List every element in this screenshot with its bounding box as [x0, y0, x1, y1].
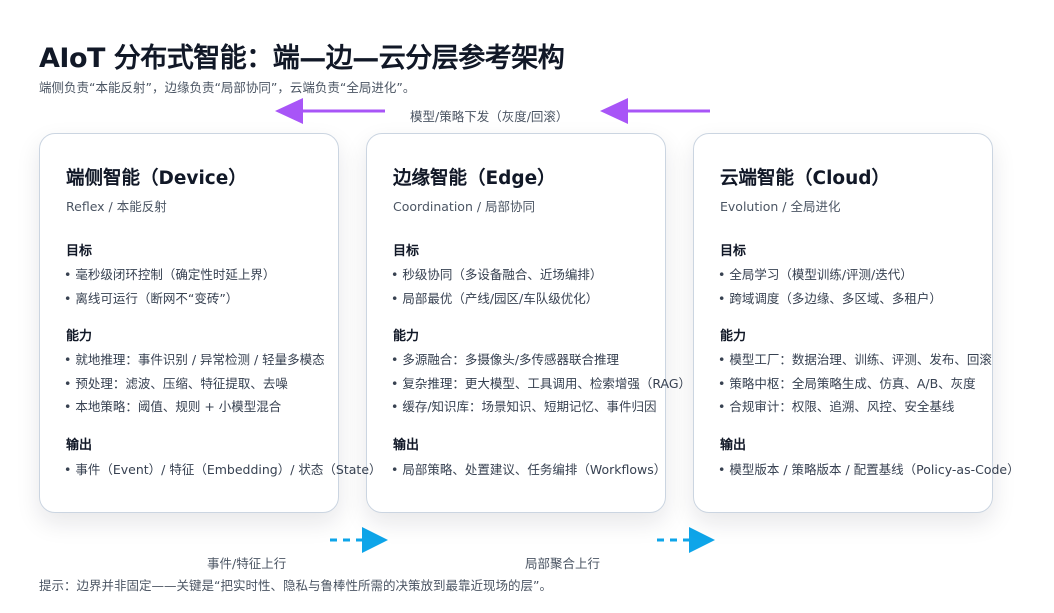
- section-capabilities-heading: 能力: [393, 329, 420, 344]
- footer-hint: 提示：边界并非固定——关键是“把实时性、隐私与鲁棒性所需的决策放到最靠近现场的层…: [39, 578, 552, 593]
- capability-item: • 缓存/知识库：场景知识、短期记忆、事件归因: [391, 399, 657, 414]
- page-subtitle: 端侧负责“本能反射”，边缘负责“局部协同”，云端负责“全局进化”。: [39, 80, 416, 95]
- goal-item: • 局部最优（产线/园区/车队级优化）: [391, 291, 599, 306]
- uplink-arrow-device: [330, 527, 388, 553]
- card-subtitle: Evolution / 全局进化: [720, 199, 841, 214]
- capability-item: • 模型工厂：数据治理、训练、评测、发布、回滚: [718, 352, 992, 367]
- card-cloud: 云端智能（Cloud） Evolution / 全局进化 目标 • 全局学习（模型…: [693, 133, 1020, 513]
- card-subtitle: Reflex / 本能反射: [66, 199, 167, 214]
- capability-item: • 就地推理：事件识别 / 异常检测 / 轻量多模态: [64, 352, 325, 367]
- output-item: • 局部策略、处置建议、任务编排（Workflows）: [391, 462, 667, 477]
- section-goals-heading: 目标: [720, 244, 747, 259]
- uplink-arrow-edge: [657, 527, 715, 553]
- output-item: • 事件（Event）/ 特征（Embedding）/ 状态（State）: [64, 462, 382, 477]
- capability-item: • 策略中枢：全局策略生成、仿真、A/B、灰度: [718, 375, 976, 391]
- section-capabilities-heading: 能力: [66, 329, 93, 344]
- downlink-label: 模型/策略下发（灰度/回滚）: [410, 109, 569, 124]
- card-title: 云端智能（Cloud）: [720, 168, 891, 189]
- section-output-heading: 输出: [66, 438, 93, 453]
- section-capabilities-heading: 能力: [720, 329, 747, 344]
- section-output-heading: 输出: [720, 438, 747, 453]
- card-edge: 边缘智能（Edge） Coordination / 局部协同 目标 • 秒级协同（…: [366, 133, 691, 513]
- section-output-heading: 输出: [393, 438, 420, 453]
- card-title: 边缘智能（Edge）: [393, 168, 556, 189]
- goal-item: • 毫秒级闭环控制（确定性时延上界）: [64, 267, 276, 282]
- card-title: 端侧智能（Device）: [66, 168, 247, 189]
- downlink-arrow-left: [275, 98, 385, 124]
- section-goals-heading: 目标: [66, 244, 93, 259]
- capability-item: • 复杂推理：更大模型、工具调用、检索增强（RAG）: [391, 375, 692, 391]
- card-subtitle: Coordination / 局部协同: [393, 199, 536, 214]
- goal-item: • 离线可运行（断网不“变砖”）: [64, 291, 239, 306]
- capability-item: • 本地策略：阈值、规则 + 小模型混合: [64, 399, 282, 414]
- goal-item: • 全局学习（模型训练/评测/迭代）: [718, 267, 913, 282]
- output-item: • 模型版本 / 策略版本 / 配置基线（Policy-as-Code）: [718, 462, 1020, 477]
- capability-item: • 多源融合：多摄像头/多传感器联合推理: [391, 352, 620, 367]
- uplink-device-label: 事件/特征上行: [207, 556, 287, 571]
- section-goals-heading: 目标: [393, 244, 420, 259]
- capability-item: • 预处理：滤波、压缩、特征提取、去噪: [64, 375, 288, 391]
- goal-item: • 跨域调度（多边缘、多区域、多租户）: [718, 291, 942, 306]
- page-title: AIoT 分布式智能：端—边—云分层参考架构: [39, 43, 565, 74]
- goal-item: • 秒级协同（多设备融合、近场编排）: [391, 267, 603, 282]
- card-device: 端侧智能（Device） Reflex / 本能反射 目标 • 毫秒级闭环控制（确…: [39, 133, 382, 513]
- uplink-edge-label: 局部聚合上行: [525, 556, 601, 571]
- capability-item: • 合规审计：权限、追溯、风控、安全基线: [718, 399, 955, 414]
- downlink-arrow-right: [600, 98, 710, 124]
